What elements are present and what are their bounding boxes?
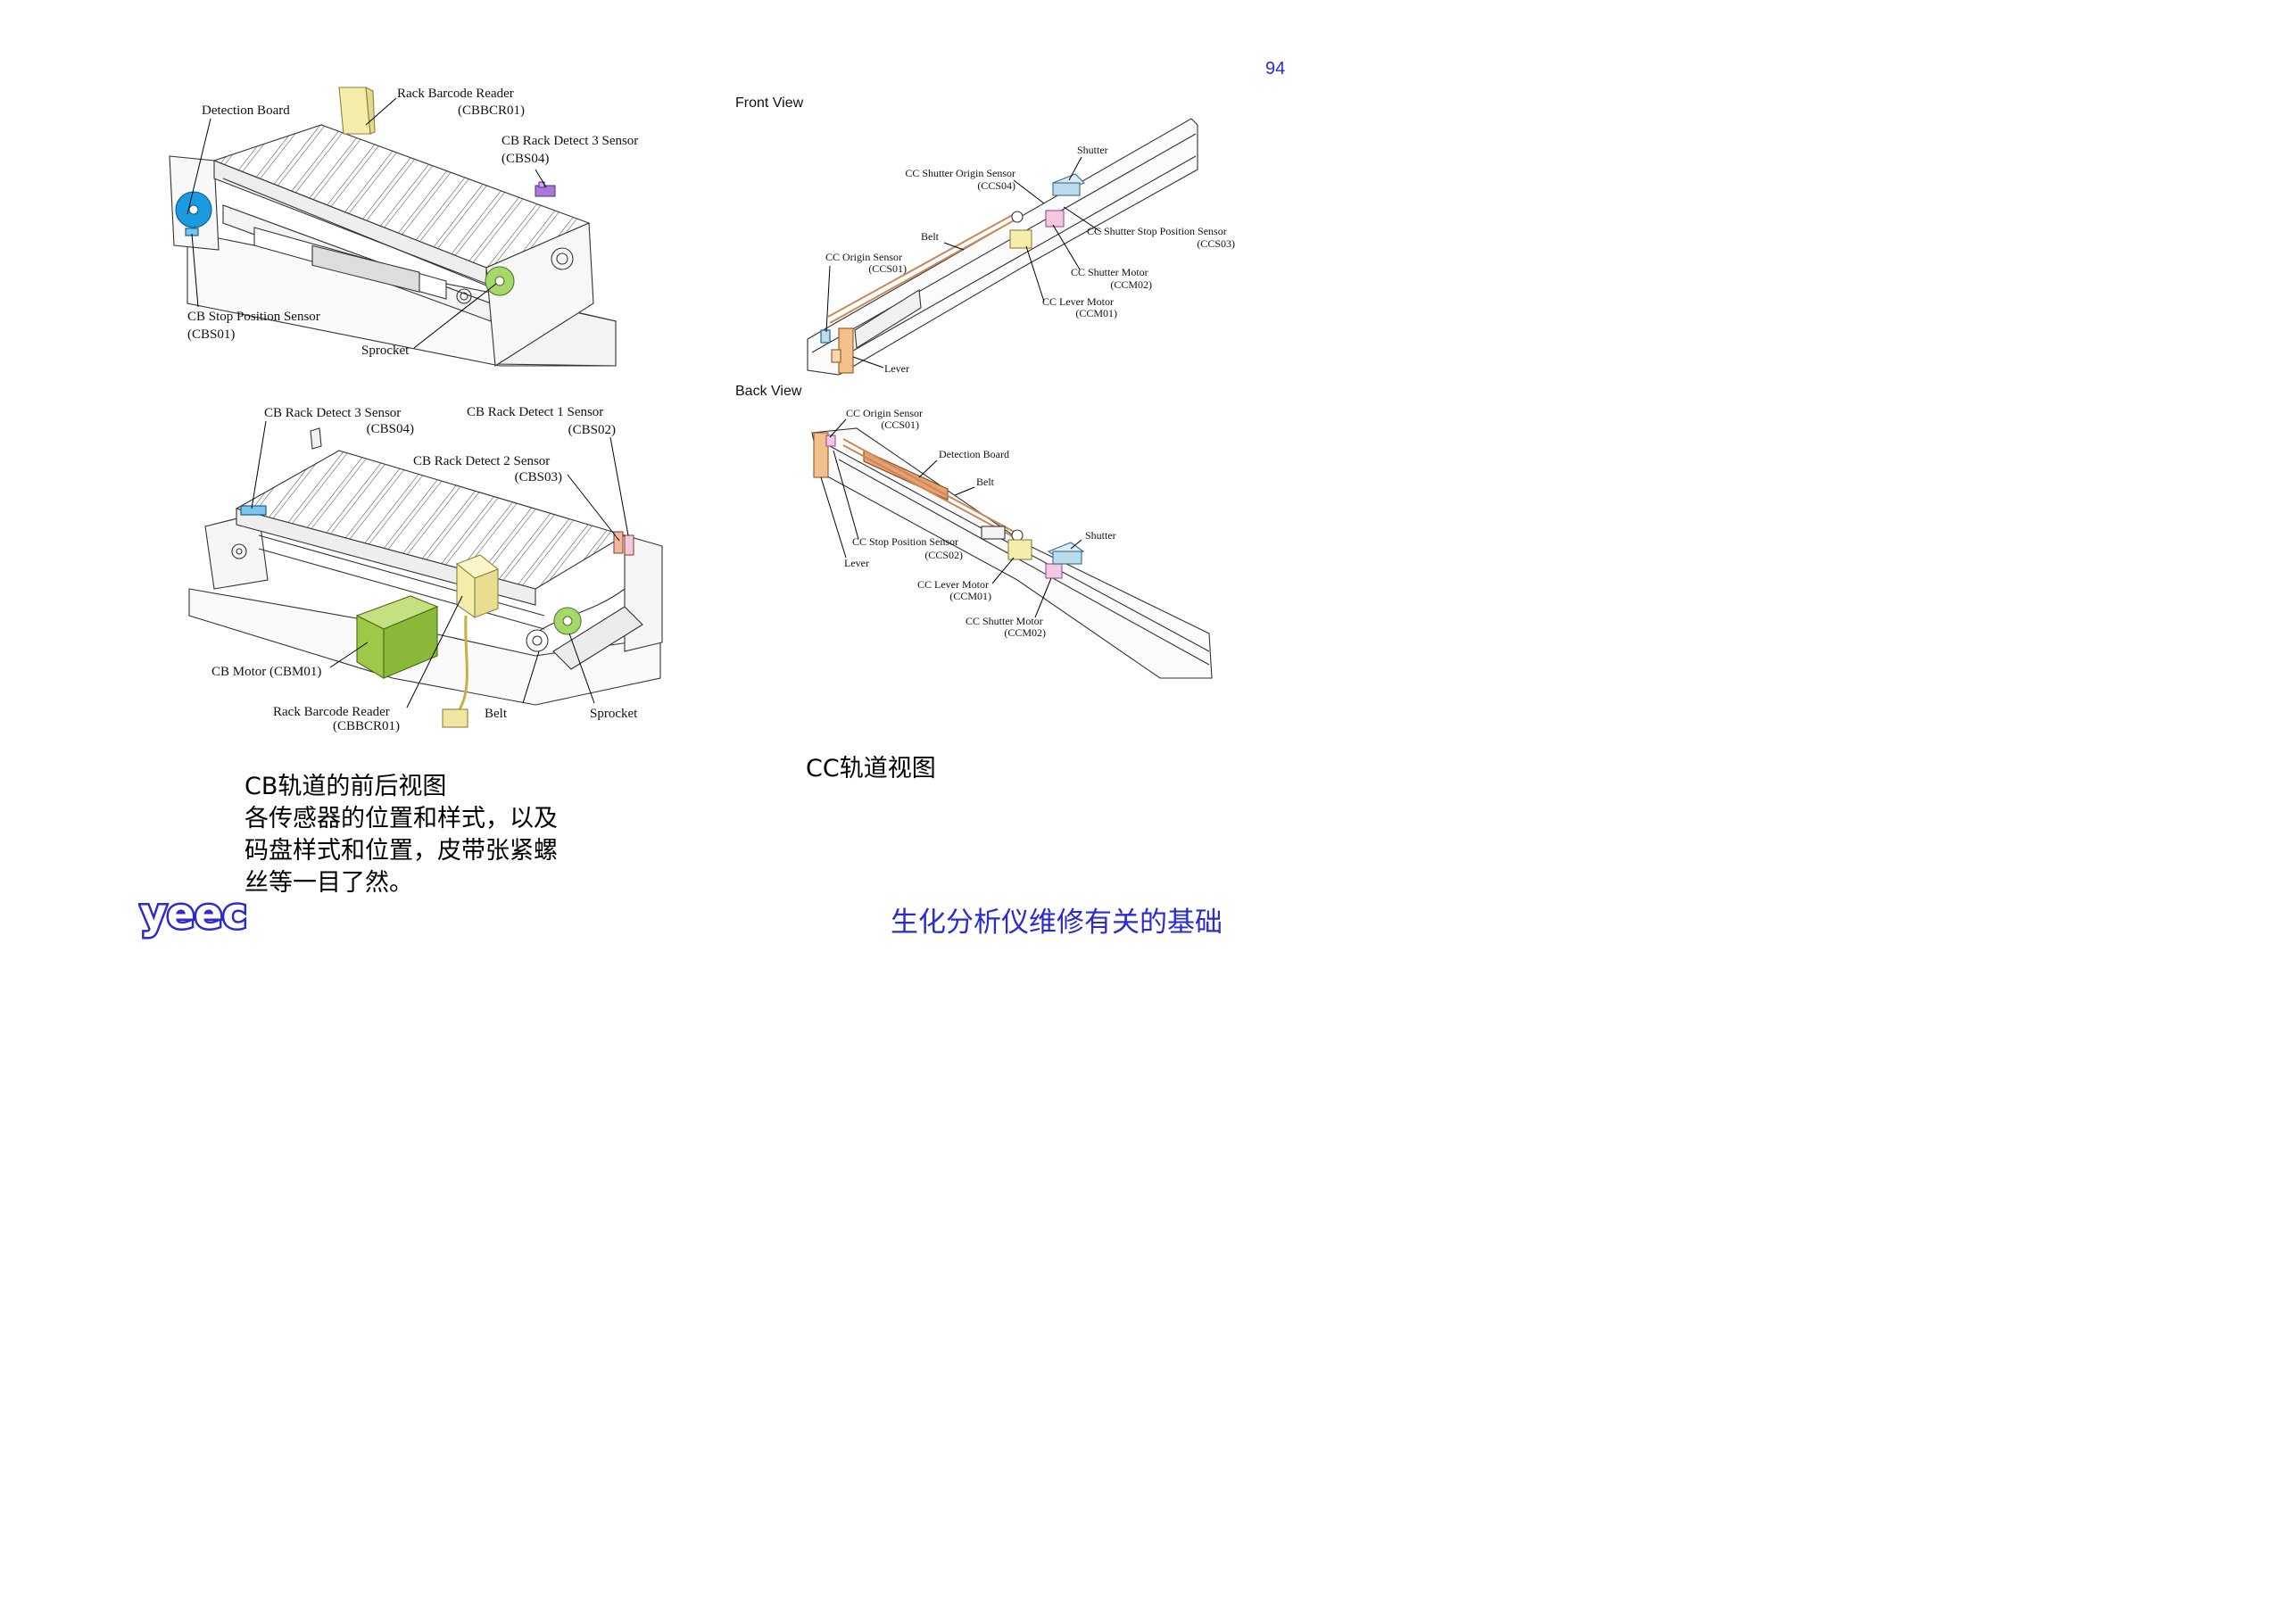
diagram-canvas	[169, 87, 1213, 728]
cb-front-drawing	[169, 87, 617, 367]
cb-front-barcode-reader	[338, 87, 376, 135]
cc-back-shutter-motor-code: (CCM02)	[1004, 626, 1046, 639]
cb-front-stop-position-label: CB Stop Position Sensor	[187, 310, 320, 324]
cc-back-stop-position-label: CC Stop Position Sensor	[852, 535, 959, 548]
cc-front-lever	[831, 327, 854, 374]
cb-back-rack-detect3-label: CB Rack Detect 3 Sensor	[264, 406, 402, 420]
cb-back-rack-detect2-label: CB Rack Detect 2 Sensor	[413, 454, 551, 468]
cb-back-leaders	[251, 420, 629, 708]
cb-caption-line: 丝等一目了然。	[245, 869, 413, 897]
cb-back-belt-label: Belt	[485, 707, 507, 721]
cb-back-drawing	[188, 427, 663, 728]
cb-back-motor	[355, 595, 439, 679]
cc-front-leaders	[825, 156, 1102, 368]
cb-back-barcode-reader-code: (CBBCR01)	[332, 719, 400, 733]
cc-front-belt	[827, 211, 1018, 324]
cb-front-detection-board-label: Detection Board	[202, 104, 290, 118]
cc-back-drawing	[811, 427, 1213, 679]
cc-front-shutter-origin-label: CC Shutter Origin Sensor	[905, 167, 1015, 179]
cc-front-shutter-origin-code: (CCS04)	[977, 179, 1015, 192]
cb-caption-line: 码盘样式和位置，皮带张紧螺	[245, 837, 558, 865]
cc-caption: CC轨道视图	[806, 755, 936, 783]
footer-title: 生化分析仪维修有关的基础	[891, 907, 1223, 939]
cc-back-belt-label: Belt	[976, 476, 994, 488]
cc-front-drawing	[807, 118, 1198, 376]
page-number: 94	[1265, 59, 1286, 79]
cc-front-shutter-motor	[1045, 210, 1065, 228]
cc-back-belt	[842, 438, 1018, 540]
cc-back-lever-motor-code: (CCM01)	[949, 590, 991, 602]
cc-front-shutter	[1052, 173, 1085, 196]
cc-front-shutter-label: Shutter	[1077, 144, 1108, 156]
cc-back-view-title: Back View	[735, 384, 802, 399]
cc-back-lever-motor-label: CC Lever Motor	[917, 578, 989, 591]
cc-front-origin-label: CC Origin Sensor	[825, 251, 903, 263]
cc-front-shutter-motor-code: (CCM02)	[1110, 278, 1152, 291]
cc-front-origin-sensor	[820, 329, 831, 344]
cc-back-detection-board	[863, 450, 949, 501]
cb-back-sprocket	[553, 607, 582, 635]
cb-front-rack-detect3-code: (CBS04)	[501, 152, 550, 166]
cb-back-rack-detect1-label: CB Rack Detect 1 Sensor	[467, 405, 604, 419]
cc-back-shutter-label: Shutter	[1085, 529, 1116, 542]
cb-back-barcode-reader-label: Rack Barcode Reader	[273, 705, 390, 719]
cb-front-rack-detect3	[535, 181, 556, 197]
yeec-logo-icon: yeec	[138, 888, 250, 940]
cc-front-belt-label: Belt	[921, 230, 939, 243]
cc-front-shutter-stop-label: CC Shutter Stop Position Sensor	[1087, 225, 1227, 237]
cc-back-stop-position-code: (CCS02)	[924, 549, 963, 561]
cb-front-sprocket-label: Sprocket	[361, 344, 410, 358]
cc-back-leaders	[820, 418, 1082, 618]
cb-front-stop-position-code: (CBS01)	[187, 327, 236, 342]
cb-back-rack-detect3	[240, 505, 267, 516]
cc-back-origin-label: CC Origin Sensor	[846, 407, 924, 419]
cc-front-shutter-stop-code: (CCS03)	[1197, 237, 1235, 250]
yeec-logo: yeec	[138, 888, 263, 950]
cb-caption: CB轨道的前后视图 各传感器的位置和样式，以及 码盘样式和位置，皮带张紧螺 丝等…	[245, 771, 558, 899]
cc-front-lever-label: Lever	[884, 362, 909, 375]
cb-back-barcode-reader	[442, 554, 500, 728]
cb-back-rack-detect12	[613, 531, 634, 556]
cb-caption-line: CB轨道的前后视图	[245, 773, 447, 800]
cc-front-view-title: Front View	[735, 95, 804, 111]
cb-caption-line: 各传感器的位置和样式，以及	[245, 805, 558, 832]
cc-front-lever-motor	[1009, 229, 1032, 249]
cc-back-shutter-motor-label: CC Shutter Motor	[966, 615, 1043, 627]
cc-front-lever-motor-label: CC Lever Motor	[1042, 295, 1114, 308]
cb-front-rack-detect3-label: CB Rack Detect 3 Sensor	[501, 134, 639, 148]
cb-back-rack-detect2-code: (CBS03)	[514, 470, 562, 484]
cc-back-origin-code: (CCS01)	[881, 418, 919, 431]
cb-back-sprocket-label: Sprocket	[590, 707, 638, 721]
cb-front-leaders	[186, 97, 547, 349]
cc-back-shutter	[1047, 542, 1085, 565]
cc-front-lever-motor-code: (CCM01)	[1075, 307, 1117, 319]
cb-back-rack-detect1-code: (CBS02)	[568, 423, 616, 437]
cc-back-origin-sensor	[825, 435, 836, 447]
cb-front-sprocket	[485, 266, 515, 296]
cb-front-barcode-reader-label: Rack Barcode Reader	[397, 87, 514, 101]
cb-back-motor-label: CB Motor (CBM01)	[211, 665, 322, 679]
cc-back-lever-label: Lever	[844, 557, 869, 569]
cb-front-detection-disc	[175, 191, 212, 236]
cc-back-lever-motor	[1007, 539, 1032, 560]
cb-front-barcode-reader-code: (CBBCR01)	[457, 104, 525, 118]
cc-back-detection-board-label: Detection Board	[939, 448, 1009, 460]
cc-back-shutter-motor	[1045, 563, 1063, 579]
logo-text: yeec	[140, 892, 247, 938]
cc-front-origin-code: (CCS01)	[868, 262, 907, 275]
cb-back-rack-detect3-code: (CBS04)	[366, 422, 414, 436]
cc-front-shutter-motor-label: CC Shutter Motor	[1071, 266, 1148, 278]
